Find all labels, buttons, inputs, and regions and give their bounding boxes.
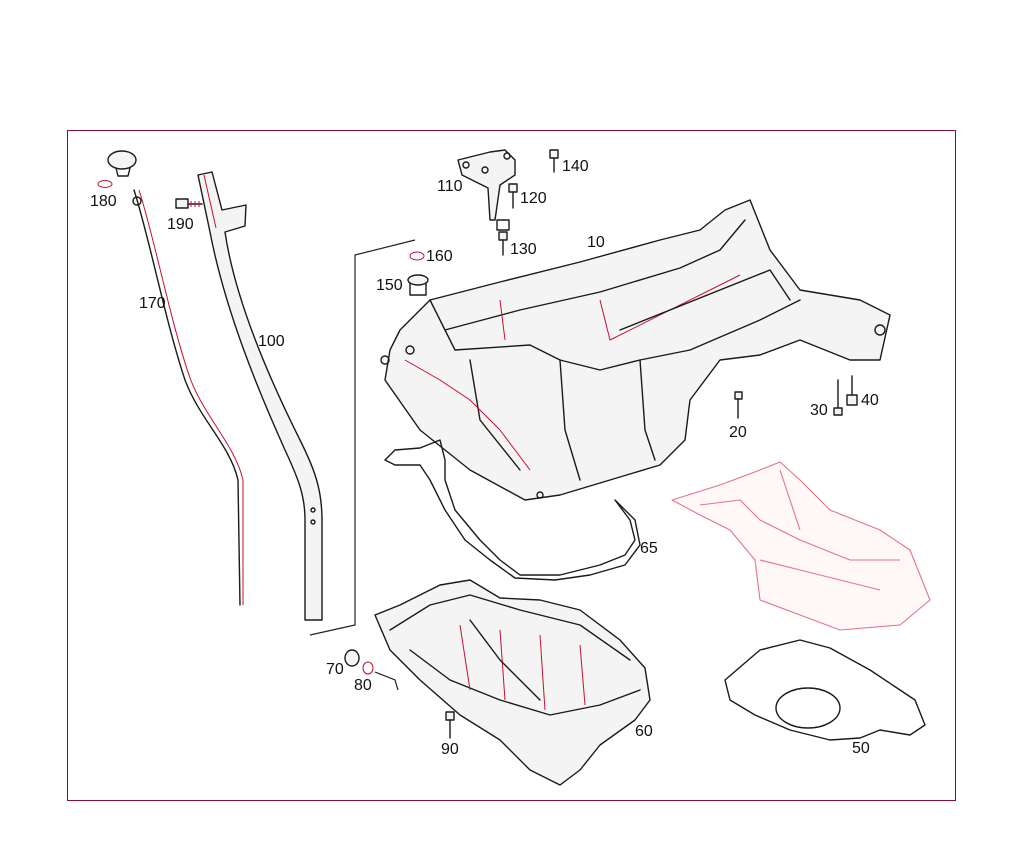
part-50-gasket[interactable]: [724, 639, 926, 741]
part-140-bolt[interactable]: [549, 149, 559, 173]
label-30: 30: [810, 402, 828, 419]
label-150: 150: [376, 277, 403, 294]
part-60-lower-oil-pan[interactable]: [374, 579, 651, 786]
label-160: 160: [426, 248, 453, 265]
label-65: 65: [640, 540, 658, 557]
part-100-guide-tube[interactable]: [197, 171, 323, 621]
diagram-frame: [67, 130, 956, 801]
part-120-bolt[interactable]: [508, 183, 518, 209]
part-65-gasket[interactable]: [384, 439, 641, 581]
part-80-sealing-ring[interactable]: [362, 661, 374, 675]
label-70: 70: [326, 661, 344, 678]
label-10: 10: [587, 234, 605, 251]
part-20-bolt[interactable]: [734, 391, 743, 419]
label-20: 20: [729, 424, 747, 441]
label-90: 90: [441, 741, 459, 758]
label-120: 120: [520, 190, 547, 207]
part-160-o-ring[interactable]: [409, 251, 425, 261]
label-110: 110: [437, 178, 463, 195]
label-190: 190: [167, 216, 194, 233]
part-110-bracket[interactable]: [457, 149, 516, 221]
part-180-dipstick-cap[interactable]: [97, 150, 142, 206]
label-170: 170: [139, 295, 166, 312]
label-100: 100: [258, 333, 285, 350]
label-60: 60: [635, 723, 653, 740]
part-50-ghost-block: [671, 461, 931, 631]
part-170-dipstick[interactable]: [133, 189, 244, 606]
part-130-bolt[interactable]: [496, 219, 510, 256]
part-150-plug[interactable]: [407, 274, 429, 296]
label-50: 50: [852, 740, 870, 757]
part-70-drain-plug[interactable]: [344, 649, 360, 667]
label-40: 40: [861, 392, 879, 409]
part-190-bolt[interactable]: [175, 198, 203, 209]
part-40-bolt[interactable]: [846, 375, 858, 406]
part-30-bolt[interactable]: [833, 379, 843, 416]
part-10-upper-oil-pan[interactable]: [380, 199, 891, 501]
label-80: 80: [354, 677, 372, 694]
part-90-bolt[interactable]: [445, 711, 455, 739]
leader-line-160: [309, 239, 416, 636]
label-140: 140: [562, 158, 589, 175]
label-130: 130: [510, 241, 537, 258]
leader-line-80: [374, 671, 399, 691]
label-180: 180: [90, 193, 117, 210]
